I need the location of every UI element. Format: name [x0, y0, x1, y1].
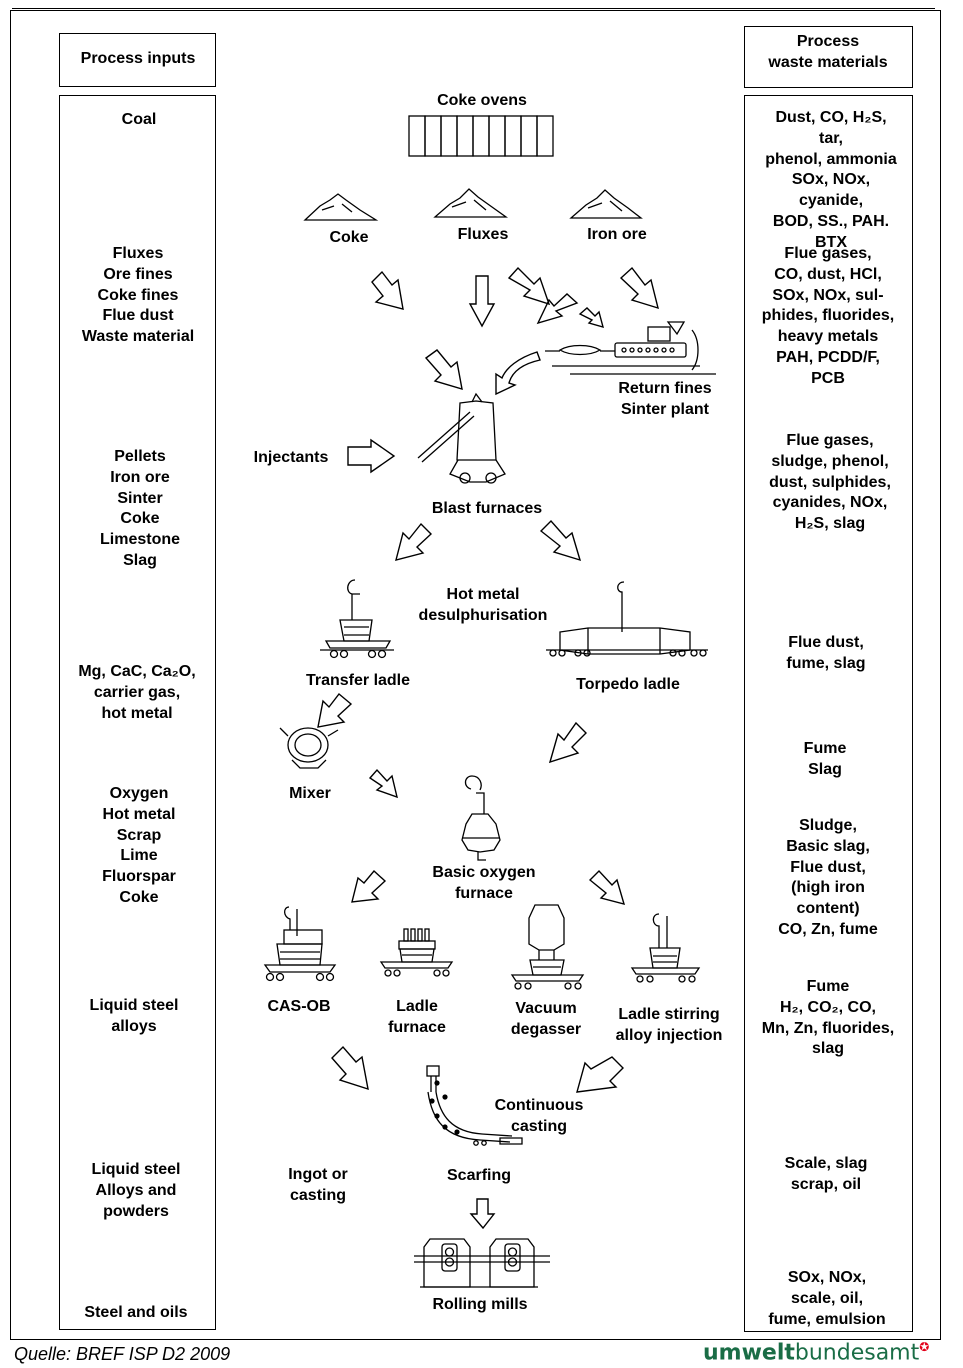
- arrow-sinter-up: [536, 293, 579, 325]
- ladle-stirring-icon: [630, 913, 701, 983]
- arrow-bof-left: [351, 869, 387, 903]
- arrow-bf-right: [539, 519, 582, 562]
- input-coal: Coal: [121, 111, 157, 128]
- blast-furnace-icon: [417, 392, 506, 484]
- waste-column-box: [744, 95, 913, 1332]
- umweltbundesamt-logo: umweltbundesamt✪: [703, 1340, 929, 1365]
- label-cas-ob: CAS-OB: [267, 998, 331, 1015]
- iron-ore-pile-icon: [569, 189, 643, 219]
- label-ladle-stirring: Ladle stirring alloy injection: [615, 1006, 723, 1044]
- label-blast-furnaces: Blast furnaces: [431, 500, 543, 517]
- inputs-column-box: [59, 95, 216, 1330]
- label-coke: Coke: [329, 229, 369, 246]
- label-return-fines-sinter: Return fines Sinter plant: [618, 380, 712, 418]
- vacuum-degasser-icon: [510, 904, 585, 990]
- arrow-torpedo-bof: [548, 721, 587, 764]
- logo-mark-icon: ✪: [919, 1340, 930, 1354]
- waste-torpedo: Flue dust, fume, slag: [786, 634, 866, 672]
- arrow-small-sinter: [578, 307, 604, 329]
- arrow-bof-right: [588, 869, 626, 905]
- transfer-ladle-icon: [320, 579, 394, 659]
- label-bof: Basic oxygen furnace: [432, 864, 536, 902]
- arrow-injectants: [347, 438, 396, 474]
- coke-ovens-icon: [408, 115, 554, 157]
- label-rolling-mills: Rolling mills: [432, 1296, 528, 1313]
- input-steel-and-oils: Steel and oils: [84, 1304, 188, 1321]
- label-torpedo-ladle: Torpedo ladle: [576, 676, 680, 693]
- source-caption: Quelle: BREF ISP D2 2009: [14, 1344, 231, 1364]
- process-inputs-title: Process inputs: [80, 50, 196, 67]
- arrow-ironore-sinter: [619, 266, 659, 310]
- arrow-fluxes-sinter: [507, 266, 551, 306]
- arrow-transfer-mixer: [317, 692, 353, 728]
- arrow-coke-bf: [424, 349, 463, 390]
- sinter-plant-icon: [545, 321, 716, 375]
- input-mg-group: Mg, CaC, Ca₂O, carrier gas, hot metal: [78, 663, 196, 722]
- top-rule-left: [12, 8, 50, 9]
- waste-scarfing: Scale, slag scrap, oil: [784, 1155, 868, 1193]
- rolling-mills-icon: [414, 1238, 550, 1288]
- waste-blast-furnace: Flue gases, sludge, phenol, dust, sulphi…: [769, 432, 891, 533]
- waste-sinter: Flue gases, CO, dust, HCl, SOx, NOx, sul…: [761, 245, 895, 387]
- waste-secondary: Fume H₂, CO₂, CO, Mn, Zn, fluorides, sla…: [761, 978, 895, 1058]
- logo-rest: bundesamt: [794, 1340, 920, 1366]
- arrow-ladle-cc: [576, 1056, 624, 1093]
- label-fluxes: Fluxes: [457, 226, 509, 243]
- coke-pile-icon: [303, 193, 379, 221]
- label-vacuum-degasser: Vacuum degasser: [510, 1000, 582, 1038]
- mixer-icon: [279, 727, 339, 769]
- input-oxygen-group: Oxygen Hot metal Scrap Lime Fluorspar Co…: [102, 785, 176, 906]
- fluxes-pile-icon: [433, 188, 509, 218]
- label-coke-ovens: Coke ovens: [437, 92, 527, 109]
- arrow-coke-down: [371, 270, 404, 310]
- waste-mixer: Fume Slag: [803, 740, 847, 778]
- waste-bof: Sludge, Basic slag, Flue dust, (high iro…: [778, 817, 878, 938]
- inputs-header-box: [59, 33, 216, 87]
- torpedo-ladle-icon: [546, 581, 708, 657]
- waste-header-box: [744, 26, 913, 88]
- logo-bold: umwelt: [703, 1340, 795, 1366]
- input-liquid-steel-alloys: Liquid steel alloys: [89, 997, 179, 1035]
- cc-rollers: [429, 1080, 460, 1135]
- bof-vessel-icon: [461, 775, 501, 861]
- arrow-bf-left: [395, 522, 433, 561]
- arrow-fluxes-down: [468, 275, 496, 328]
- top-rule-main: [50, 8, 935, 9]
- label-iron-ore: Iron ore: [587, 226, 647, 243]
- arrow-scarf-rolling: [469, 1198, 496, 1230]
- label-ingot-casting: Ingot or casting: [288, 1166, 348, 1204]
- cas-ob-icon: [263, 906, 337, 982]
- waste-coke-ovens: Dust, CO, H₂S, tar, phenol, ammonia SOx,…: [765, 109, 897, 251]
- arrow-sinter-bf: [495, 351, 541, 396]
- input-fluxes-group: Fluxes Ore fines Coke fines Flue dust Wa…: [81, 245, 195, 346]
- arrow-cas-cc: [331, 1045, 369, 1091]
- process-waste-title: Process waste materials: [768, 33, 888, 71]
- diagram-frame: [10, 10, 941, 1340]
- input-liquid-steel-powders: Liquid steel Alloys and powders: [91, 1161, 181, 1220]
- label-scarfing: Scarfing: [446, 1167, 512, 1184]
- input-pellets-group: Pellets Iron ore Sinter Coke Limestone S…: [99, 448, 181, 569]
- waste-rolling: SOx, NOx, scale, oil, fume, emulsion: [768, 1269, 886, 1328]
- arrow-mixer-bof: [368, 768, 398, 799]
- label-continuous-casting: Continuous casting: [494, 1097, 584, 1135]
- label-mixer: Mixer: [289, 785, 331, 802]
- label-injectants: Injectants: [253, 449, 329, 466]
- label-hot-metal-desulph: Hot metal desulphurisation: [418, 586, 548, 624]
- ladle-furnace-icon: [379, 928, 454, 977]
- label-ladle-furnace: Ladle furnace: [388, 998, 446, 1036]
- label-transfer-ladle: Transfer ladle: [305, 672, 411, 689]
